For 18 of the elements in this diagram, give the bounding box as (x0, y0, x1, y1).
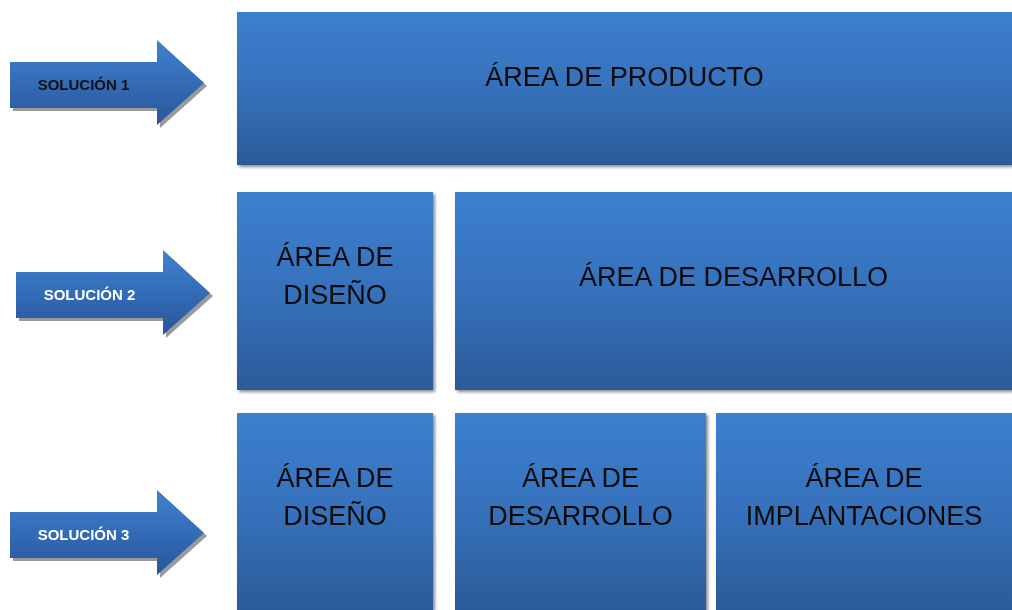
node-label: ÁREA DE PRODUCTO (485, 61, 764, 94)
node-label: SOLUCIÓN 1 (37, 74, 130, 95)
area-box (237, 12, 1012, 165)
node-label: ÁREA DE DISEÑO (275, 241, 395, 312)
block-arrow (10, 490, 207, 578)
area-box (716, 413, 1012, 610)
node-label: ÁREA DE IMPLANTACIONES (744, 462, 984, 533)
area-box (237, 192, 433, 390)
node-label: ÁREA DE DISEÑO (275, 462, 395, 533)
node-label: SOLUCIÓN 3 (37, 524, 130, 545)
block-arrow (10, 40, 207, 128)
area-box (455, 192, 1012, 390)
node-label: ÁREA DE DESARROLLO (578, 261, 889, 294)
area-box (455, 413, 706, 610)
area-box (237, 413, 433, 610)
node-label: SOLUCIÓN 2 (43, 284, 136, 305)
block-arrow (16, 250, 213, 338)
node-label: ÁREA DE DESARROLLO (487, 462, 674, 533)
